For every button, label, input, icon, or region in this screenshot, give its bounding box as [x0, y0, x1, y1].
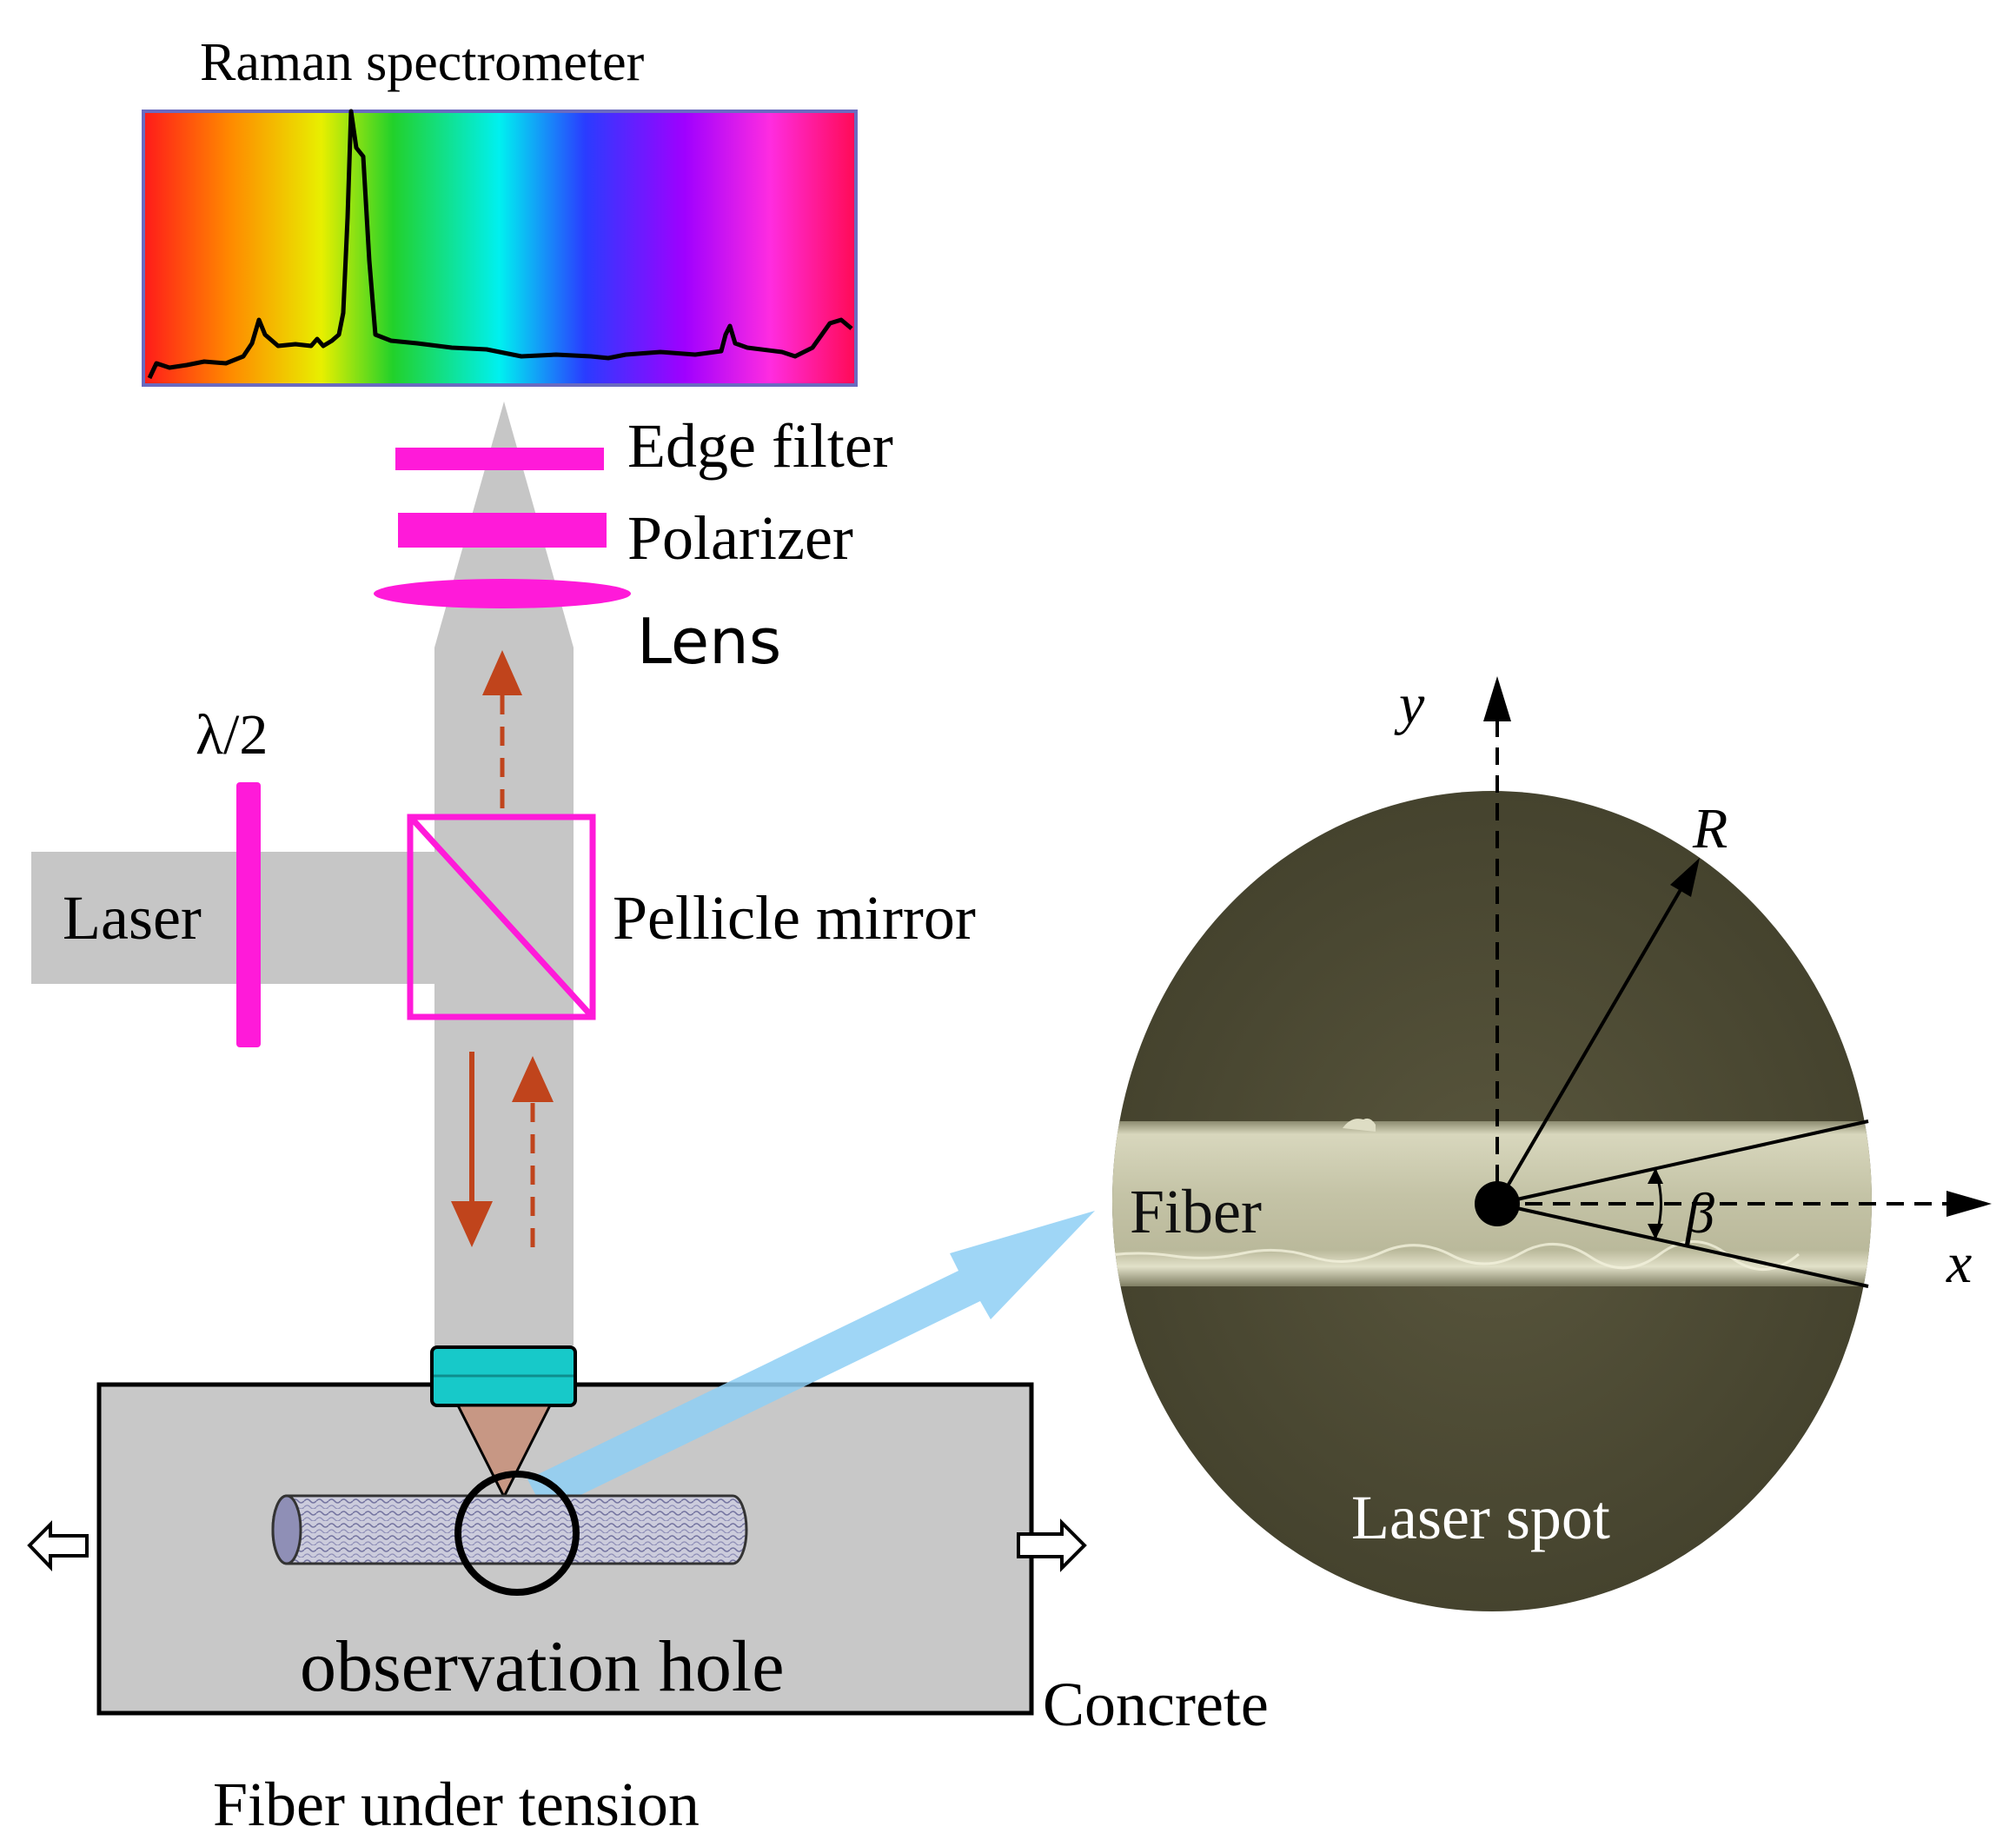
half-wave-label: λ/2: [196, 703, 268, 767]
origin-point: [1475, 1181, 1520, 1226]
radius-arrowhead: [1670, 858, 1700, 897]
x-axis-label: x: [1946, 1232, 1972, 1295]
angle-label: β: [1684, 1182, 1714, 1245]
upward-arrowhead-bottom: [512, 1056, 554, 1102]
outline-arrow-right-icon: [1017, 1518, 1087, 1572]
edge-filter-label: Edge filter: [627, 411, 893, 481]
downward-arrowhead: [451, 1201, 493, 1247]
angle-upper-line: [1496, 1119, 1869, 1206]
raman-spectrum-line: [147, 109, 853, 380]
fiber-texture: [1112, 1240, 1800, 1271]
fiber-surface-speck: [1343, 1118, 1376, 1132]
x-axis-arrowhead: [1946, 1191, 1992, 1217]
half-wave-plate: [236, 782, 261, 1047]
concrete-label: Concrete: [1043, 1670, 1269, 1739]
observation-hole-label: observation hole: [300, 1626, 785, 1707]
laser-label: Laser: [63, 883, 202, 953]
observation-circle: [454, 1471, 580, 1596]
angle-lower-line: [1496, 1202, 1869, 1288]
pellicle-diagonal: [410, 817, 593, 1017]
polarizer-label: Polarizer: [627, 503, 853, 573]
fiber-tension-label: Fiber under tension: [213, 1770, 700, 1839]
lens: [374, 579, 631, 608]
pellicle-label: Pellicle mirror: [613, 883, 976, 953]
outline-arrow-left-icon: [27, 1520, 89, 1571]
y-axis-label: y: [1394, 673, 1425, 736]
spectrometer-label: Raman spectrometer: [200, 33, 645, 92]
edge-filter: [395, 448, 604, 470]
y-axis-arrowhead: [1483, 676, 1511, 721]
focused-cone: [455, 1404, 553, 1500]
zoom-arrow: [527, 1211, 1095, 1512]
laser-spot-label: Laser spot: [1351, 1483, 1610, 1552]
lens-label: Lens: [637, 605, 781, 678]
angle-arc-arrow-down: [1648, 1224, 1663, 1239]
polarizer: [398, 513, 607, 548]
fiber-end-cap: [271, 1494, 302, 1565]
upward-arrowhead-top: [482, 650, 522, 695]
angle-arc-arrow-up: [1648, 1168, 1663, 1184]
fiber-label: Fiber: [1130, 1177, 1262, 1246]
embedded-fiber: [271, 1494, 748, 1565]
radius-line: [1495, 876, 1689, 1206]
pellicle-mirror: [407, 814, 596, 1020]
spectrometer-panel: [142, 110, 858, 387]
radius-label: R: [1692, 797, 1728, 860]
